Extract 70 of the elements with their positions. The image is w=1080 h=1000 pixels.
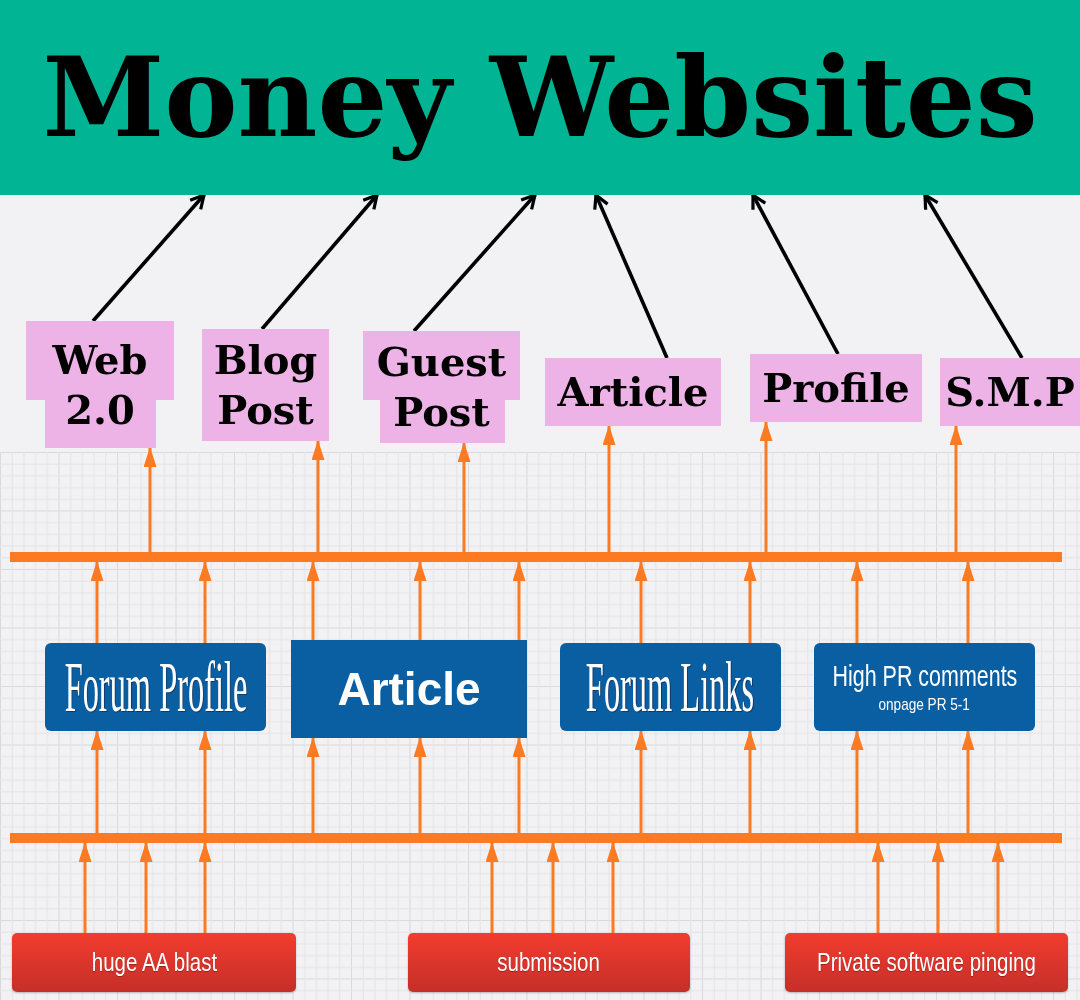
- arrow: [759, 421, 773, 552]
- arrow: [512, 561, 526, 640]
- arrow: [512, 737, 526, 833]
- source-label: Private software pinging: [817, 950, 1036, 975]
- arrow: [743, 561, 757, 643]
- source-label: submission: [497, 950, 601, 975]
- source-label: huge AA blast: [91, 950, 217, 975]
- arrow: [961, 561, 975, 643]
- site-label-box: [940, 358, 1080, 426]
- arrow: [457, 442, 471, 552]
- arrow: [91, 193, 206, 323]
- source-box: [785, 933, 1068, 992]
- title-banner: [0, 0, 1080, 195]
- arrow: [743, 730, 757, 833]
- arrow: [78, 842, 92, 933]
- arrow: [931, 842, 945, 933]
- arrow: [634, 730, 648, 833]
- site-label-box: [545, 358, 721, 426]
- arrow: [306, 561, 320, 640]
- link-method-box: [291, 640, 527, 738]
- link-method-box: [560, 643, 781, 731]
- arrow: [198, 842, 212, 933]
- arrow: [850, 561, 864, 643]
- link-method-box: [45, 643, 266, 731]
- arrow: [751, 193, 840, 355]
- arrow: [485, 842, 499, 933]
- arrow: [949, 425, 963, 552]
- link-method-box: [814, 643, 1035, 731]
- title-text: Money Websites: [42, 31, 1038, 164]
- horizontal-bar: [10, 833, 1062, 843]
- arrow: [413, 737, 427, 833]
- site-label: S.M.P: [945, 367, 1075, 417]
- arrow: [306, 737, 320, 833]
- site-label-box: [202, 329, 329, 441]
- horizontal-bar: [10, 552, 1062, 562]
- arrow: [412, 193, 537, 333]
- arrow: [850, 730, 864, 833]
- site-label: Article: [557, 367, 709, 417]
- arrow: [198, 561, 212, 643]
- site-label: Profile: [762, 363, 910, 413]
- site-label-box: [363, 331, 520, 443]
- site-label: Guest Post: [375, 337, 508, 437]
- arrow: [198, 730, 212, 833]
- method-label: High PR comments: [832, 659, 1017, 694]
- arrow: [634, 561, 648, 643]
- source-box: [408, 933, 690, 992]
- arrow: [602, 425, 616, 552]
- site-label-box: [750, 354, 922, 422]
- arrow: [260, 193, 379, 331]
- site-label: Web 2.0: [51, 334, 149, 435]
- method-label: Forum Profile: [64, 651, 247, 723]
- arrow: [90, 730, 104, 833]
- arrow: [546, 842, 560, 933]
- arrow: [991, 842, 1005, 933]
- arrow: [139, 842, 153, 933]
- arrow: [606, 842, 620, 933]
- arrow: [871, 842, 885, 933]
- arrow: [143, 447, 157, 552]
- arrow: [311, 440, 325, 552]
- site-label: Blog Post: [212, 335, 319, 435]
- source-box: [12, 933, 296, 992]
- arrow: [593, 193, 669, 359]
- method-label: Article: [337, 666, 481, 712]
- arrow: [90, 561, 104, 643]
- method-label: Forum Links: [586, 651, 755, 723]
- arrow: [961, 730, 975, 833]
- arrow: [413, 561, 427, 640]
- method-note: onpage PR 5-1: [878, 694, 971, 716]
- arrow: [923, 193, 1024, 359]
- site-label-box: [26, 321, 174, 448]
